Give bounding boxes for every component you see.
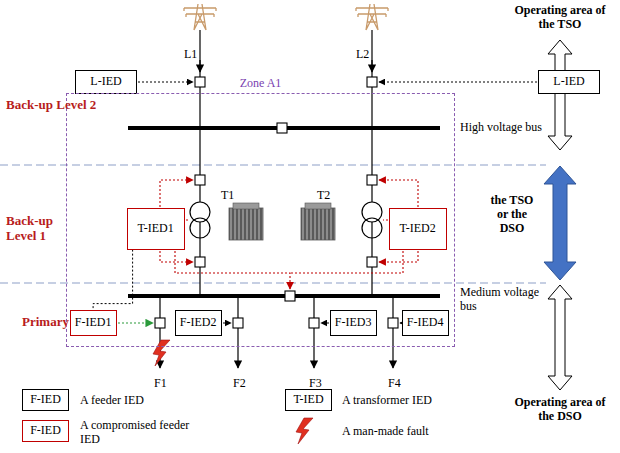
label-text: Medium voltage bus bbox=[460, 286, 544, 314]
breaker-symbol bbox=[195, 257, 205, 267]
ied-label: T-IED bbox=[293, 393, 323, 407]
signal-connector bbox=[93, 250, 132, 310]
transformer-winding bbox=[190, 218, 210, 238]
breaker-symbol bbox=[285, 291, 295, 301]
trip-signal bbox=[379, 82, 537, 83]
level-separator bbox=[0, 164, 546, 165]
legend-item: A transformer IED bbox=[342, 393, 432, 407]
transformer-ied-box: T-IED1 bbox=[127, 208, 185, 250]
label-text: Operating area of the TSO bbox=[506, 4, 614, 32]
transformer-winding bbox=[362, 202, 382, 222]
tower-symbol bbox=[356, 4, 388, 30]
trip-signal bbox=[379, 251, 418, 262]
trip-signal bbox=[175, 251, 290, 289]
label-text: F1 bbox=[154, 377, 167, 391]
legend-sample-box: F-IED bbox=[22, 420, 69, 442]
breaker-symbol bbox=[155, 318, 165, 328]
transformer-picture bbox=[233, 203, 259, 209]
label-text: F2 bbox=[233, 377, 246, 391]
feeder-wire bbox=[392, 296, 393, 368]
feeder-ied-box: F-IED2 bbox=[175, 310, 222, 336]
feeder-ied-box: F-IED4 bbox=[402, 310, 449, 336]
label-text: T2 bbox=[317, 189, 330, 203]
feeder-wire bbox=[237, 296, 238, 368]
area-arrow bbox=[548, 285, 572, 390]
trip-signal bbox=[379, 180, 418, 207]
trip-signal bbox=[321, 323, 329, 324]
label-text: F3 bbox=[309, 377, 322, 391]
breaker-symbol bbox=[195, 77, 205, 87]
ied-label: F-IED bbox=[30, 424, 61, 438]
legend-text: A compromised feeder IED bbox=[80, 418, 189, 446]
legend-text: A transformer IED bbox=[342, 393, 432, 407]
label-text: Back-up Level 2 bbox=[6, 98, 96, 113]
label-text: Back-up Level 1 bbox=[6, 214, 76, 244]
label-text: Operating area of the DSO bbox=[506, 396, 614, 424]
transformer-picture bbox=[229, 208, 263, 240]
measure-signal bbox=[186, 219, 189, 220]
trip-signal bbox=[290, 251, 403, 273]
breaker-symbol bbox=[367, 175, 377, 185]
ied-label: L-IED bbox=[553, 75, 584, 89]
feeder-ied-box: F-IED3 bbox=[330, 310, 377, 336]
ied-label: T-IED1 bbox=[137, 222, 173, 236]
zone-label: Zone A1 bbox=[240, 77, 282, 91]
protection-zone: Zone A1T-IED1T-IED2F-IED1F-IED2F-IED3F-I… bbox=[66, 93, 455, 347]
feeder-ied-box: F-IED1 bbox=[70, 310, 117, 336]
legend-item: A feeder IED bbox=[80, 393, 144, 407]
ied-label: L-IED bbox=[90, 75, 121, 89]
legend-text: A feeder IED bbox=[80, 393, 144, 407]
trip-signal bbox=[223, 323, 231, 324]
line-arrow bbox=[371, 60, 372, 72]
line-ied-box: L-IED bbox=[75, 70, 137, 94]
legend-item: A man-made fault bbox=[342, 424, 429, 438]
line-ied-box: L-IED bbox=[538, 70, 600, 94]
trip-signal bbox=[160, 180, 193, 207]
measure-signal bbox=[383, 219, 388, 220]
label-text: Primary bbox=[22, 315, 69, 330]
level-separator bbox=[0, 282, 546, 283]
ied-label: T-IED2 bbox=[399, 222, 435, 236]
tower-symbol bbox=[184, 4, 388, 30]
ied-label: F-IED2 bbox=[180, 316, 217, 330]
breaker-symbol bbox=[367, 77, 377, 87]
tower-symbol bbox=[184, 4, 216, 30]
breaker-symbol bbox=[195, 175, 205, 185]
fault-symbol bbox=[153, 340, 170, 366]
label-text: L2 bbox=[356, 48, 369, 62]
breaker-symbol bbox=[367, 257, 377, 267]
label-text: T1 bbox=[221, 189, 234, 203]
shared-area-arrow bbox=[544, 166, 576, 280]
label-text: the TSO or the DSO bbox=[484, 194, 540, 235]
ied-label: F-IED bbox=[30, 393, 61, 407]
transformer-picture bbox=[305, 203, 331, 209]
transformer-ied-box: T-IED2 bbox=[389, 208, 447, 250]
legend-sample-box: F-IED bbox=[22, 389, 69, 411]
label-text: L1 bbox=[184, 48, 197, 62]
breaker-symbol bbox=[388, 318, 398, 328]
transformer-winding bbox=[362, 218, 382, 238]
ied-label: F-IED4 bbox=[407, 316, 444, 330]
trip-signal bbox=[138, 82, 193, 83]
transformer-picture bbox=[301, 208, 335, 240]
ied-label: F-IED1 bbox=[75, 316, 112, 330]
transformer-winding bbox=[190, 202, 210, 222]
breaker-symbol bbox=[309, 318, 319, 328]
trip-signal bbox=[118, 322, 153, 323]
legend-text: A man-made fault bbox=[342, 424, 429, 438]
area-arrow bbox=[548, 40, 572, 150]
fault-symbol bbox=[296, 418, 313, 444]
legend-item: A compromised feeder IED bbox=[80, 418, 202, 447]
feeder-wire bbox=[313, 296, 314, 368]
transformer-picture bbox=[229, 203, 335, 240]
label-text: F4 bbox=[388, 377, 401, 391]
ied-label: F-IED3 bbox=[335, 316, 372, 330]
breaker-symbol bbox=[233, 318, 243, 328]
trip-signal bbox=[160, 251, 193, 262]
breaker-symbol bbox=[277, 123, 287, 133]
legend-sample-box: T-IED bbox=[285, 389, 332, 411]
label-text: High voltage bus bbox=[460, 121, 542, 135]
line-arrow bbox=[199, 60, 200, 72]
